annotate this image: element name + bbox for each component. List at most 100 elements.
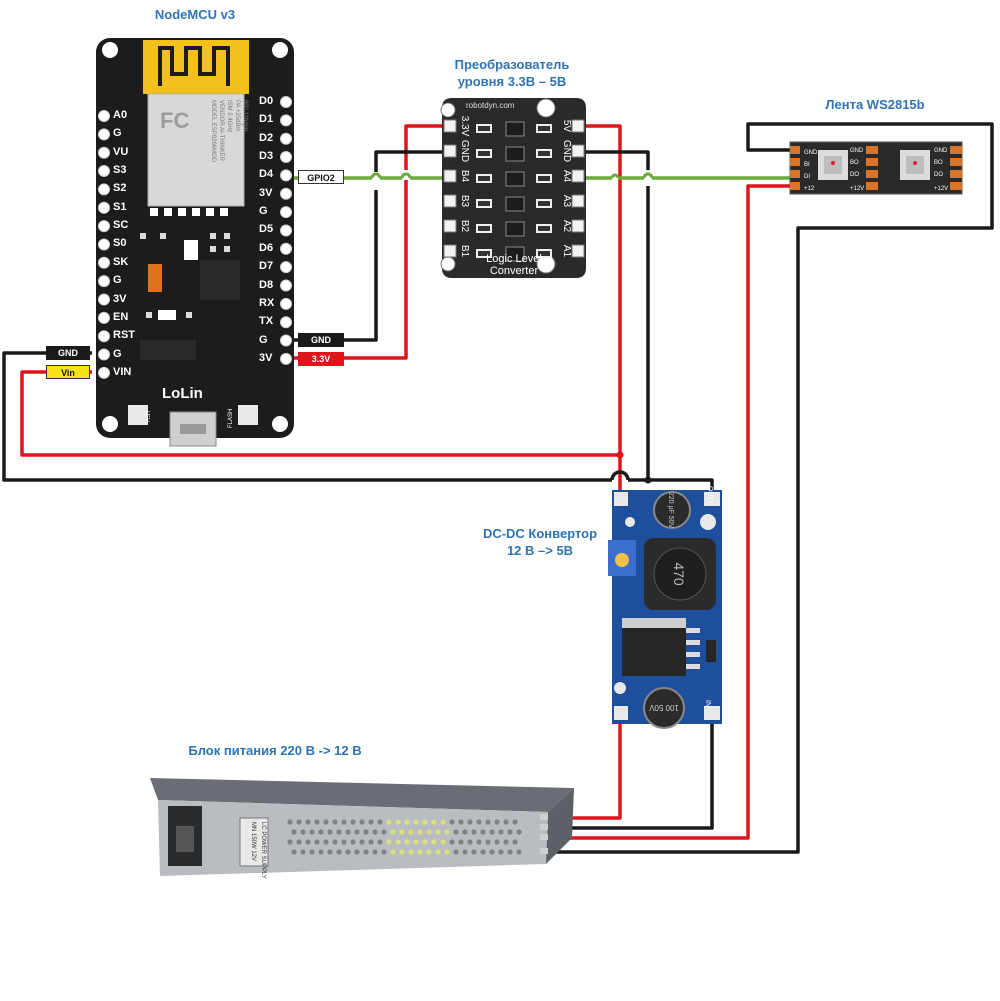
nodemcu-right-pin[interactable]	[280, 261, 292, 274]
nodemcu-right-pin[interactable]	[280, 352, 292, 365]
nodemcu-right-pins	[280, 96, 292, 365]
nodemcu-right-pin-label: 3V	[259, 186, 273, 199]
nodemcu-left-pin[interactable]	[98, 366, 110, 379]
nodemcu-right-pin-label: G	[259, 205, 268, 218]
title-nodemcu: NodeMCU v3	[154, 7, 236, 22]
logic-level-converter	[440, 98, 586, 278]
nodemcu-right-pin[interactable]	[280, 334, 292, 347]
wire-strip-gnd-loop	[545, 122, 994, 854]
nodemcu-left-pin-label: RST	[113, 329, 135, 342]
converter-left-pin[interactable]	[443, 194, 457, 208]
strip-pin-label: GND	[934, 148, 948, 154]
nodemcu-right-pin[interactable]	[280, 279, 292, 292]
nodemcu-left-pin[interactable]	[98, 201, 110, 214]
nodemcu-right-pin[interactable]	[280, 96, 292, 108]
nodemcu-right-pin-label: RX	[259, 296, 275, 309]
strip-pin-label: GND	[804, 150, 818, 156]
nodemcu-left-pin[interactable]	[98, 128, 110, 141]
converter-right-pin[interactable]	[571, 194, 585, 208]
flash-label: FLASH	[228, 409, 234, 428]
converter-right-pin[interactable]	[571, 244, 585, 258]
converter-hole-tl	[440, 102, 456, 118]
strip-pin-label: +12V	[934, 186, 948, 192]
converter-right-pin[interactable]	[571, 169, 585, 183]
converter-right-pin-label: A3	[561, 195, 572, 208]
nodemcu-left-pin-label: G	[113, 347, 122, 360]
tag-gnd-right: GND	[298, 333, 344, 347]
nodemcu-right-pin-label: D4	[259, 168, 274, 181]
psu-terminals	[540, 814, 548, 854]
rst-button[interactable]	[128, 405, 148, 425]
nodemcu-left-pin[interactable]	[98, 165, 110, 178]
nodemcu-left-pin[interactable]	[98, 238, 110, 251]
nodemcu-right-pin[interactable]	[280, 206, 292, 219]
nodemcu-right-pin-label: D8	[259, 278, 274, 291]
strip-pin-label: BO	[934, 160, 943, 166]
nodemcu-left-pin[interactable]	[98, 146, 110, 159]
nodemcu-left-pin[interactable]	[98, 311, 110, 324]
psu-vent-holes	[287, 819, 522, 855]
converter-hole-bl	[440, 256, 456, 272]
nodemcu-right-pin[interactable]	[280, 132, 292, 145]
antenna-trace	[158, 46, 230, 86]
converter-left-pin-label: GND	[459, 140, 470, 162]
nodemcu-left-pins	[98, 110, 110, 379]
converter-left-pin-label: B2	[459, 220, 470, 233]
nodemcu-right-pin-label: D5	[259, 223, 274, 236]
power-supply-unit	[150, 778, 574, 876]
nodemcu-right-pin[interactable]	[280, 242, 292, 255]
nodemcu-left-pin[interactable]	[98, 293, 110, 306]
module-text-line: ISM 2.4GHz	[226, 100, 232, 133]
converter-left-pin[interactable]	[443, 119, 457, 133]
nodemcu-right-pin[interactable]	[280, 151, 292, 164]
strip-pin-label: DI	[804, 174, 810, 180]
converter-left-pin[interactable]	[443, 169, 457, 183]
nodemcu-left-pin[interactable]	[98, 256, 110, 269]
converter-right-pin[interactable]	[571, 219, 585, 233]
nodemcu-left-pin[interactable]	[98, 183, 110, 196]
converter-left-pin[interactable]	[443, 244, 457, 258]
converter-right-pin[interactable]	[571, 119, 585, 133]
nodemcu-right-pin[interactable]	[280, 169, 292, 182]
psu-brand-label: LC POWER SUPPLY	[260, 822, 266, 879]
nodemcu-right-pin[interactable]	[280, 187, 292, 200]
nodemcu-left-pin-label: VIN	[113, 365, 132, 378]
converter-left-pin[interactable]	[443, 219, 457, 233]
nodemcu-right-pin[interactable]	[280, 224, 292, 237]
nodemcu-right-pin-label: TX	[259, 315, 274, 328]
converter-right-pin[interactable]	[571, 144, 585, 158]
nodemcu-left-pin[interactable]	[98, 330, 110, 343]
esp8266-module	[147, 93, 245, 207]
nodemcu-right-pin-label: G	[259, 333, 268, 346]
module-text-line: PA +25dBm	[234, 100, 240, 131]
converter-right-pin-label: 5V	[561, 120, 572, 133]
module-text-line: VENDOR AI-THINKER	[218, 100, 224, 162]
nodemcu-right-pin-label: 3V	[259, 351, 273, 364]
nodemcu-right-pin[interactable]	[280, 316, 292, 329]
wire-5v-converter-to-dcdc	[578, 124, 622, 505]
dcdc-inductor-label: 470	[671, 562, 687, 586]
nodemcu-brand-label: LoLin	[162, 385, 203, 402]
converter-left-pin[interactable]	[443, 144, 457, 158]
title-psu: Блок питания 220 В -> 12 В	[188, 743, 362, 758]
nodemcu-left-pin[interactable]	[98, 348, 110, 361]
strip-pin-label: GND	[850, 148, 864, 154]
converter-left-pin-label: B1	[459, 245, 470, 258]
psu-model-label: MN 150W 12V	[250, 822, 256, 861]
nodemcu-right-pin[interactable]	[280, 297, 292, 310]
nodemcu-left-pin-label: S2	[113, 182, 127, 195]
nodemcu-left-pin-label: S3	[113, 164, 127, 177]
bottom-capacitor	[643, 687, 685, 729]
nodemcu-left-pin-label: SC	[113, 219, 129, 232]
mounting-holes	[102, 42, 288, 432]
converter-left-pin-label: B4	[459, 170, 470, 183]
nodemcu-left-pin[interactable]	[98, 220, 110, 233]
flash-button[interactable]	[238, 405, 258, 425]
nodemcu-right-pin[interactable]	[280, 114, 292, 127]
nodemcu-left-pin-label: SK	[113, 255, 129, 268]
nodemcu-left-pin[interactable]	[98, 275, 110, 288]
svg-text:FC: FC	[160, 108, 189, 133]
nodemcu-left-pin[interactable]	[98, 110, 110, 122]
